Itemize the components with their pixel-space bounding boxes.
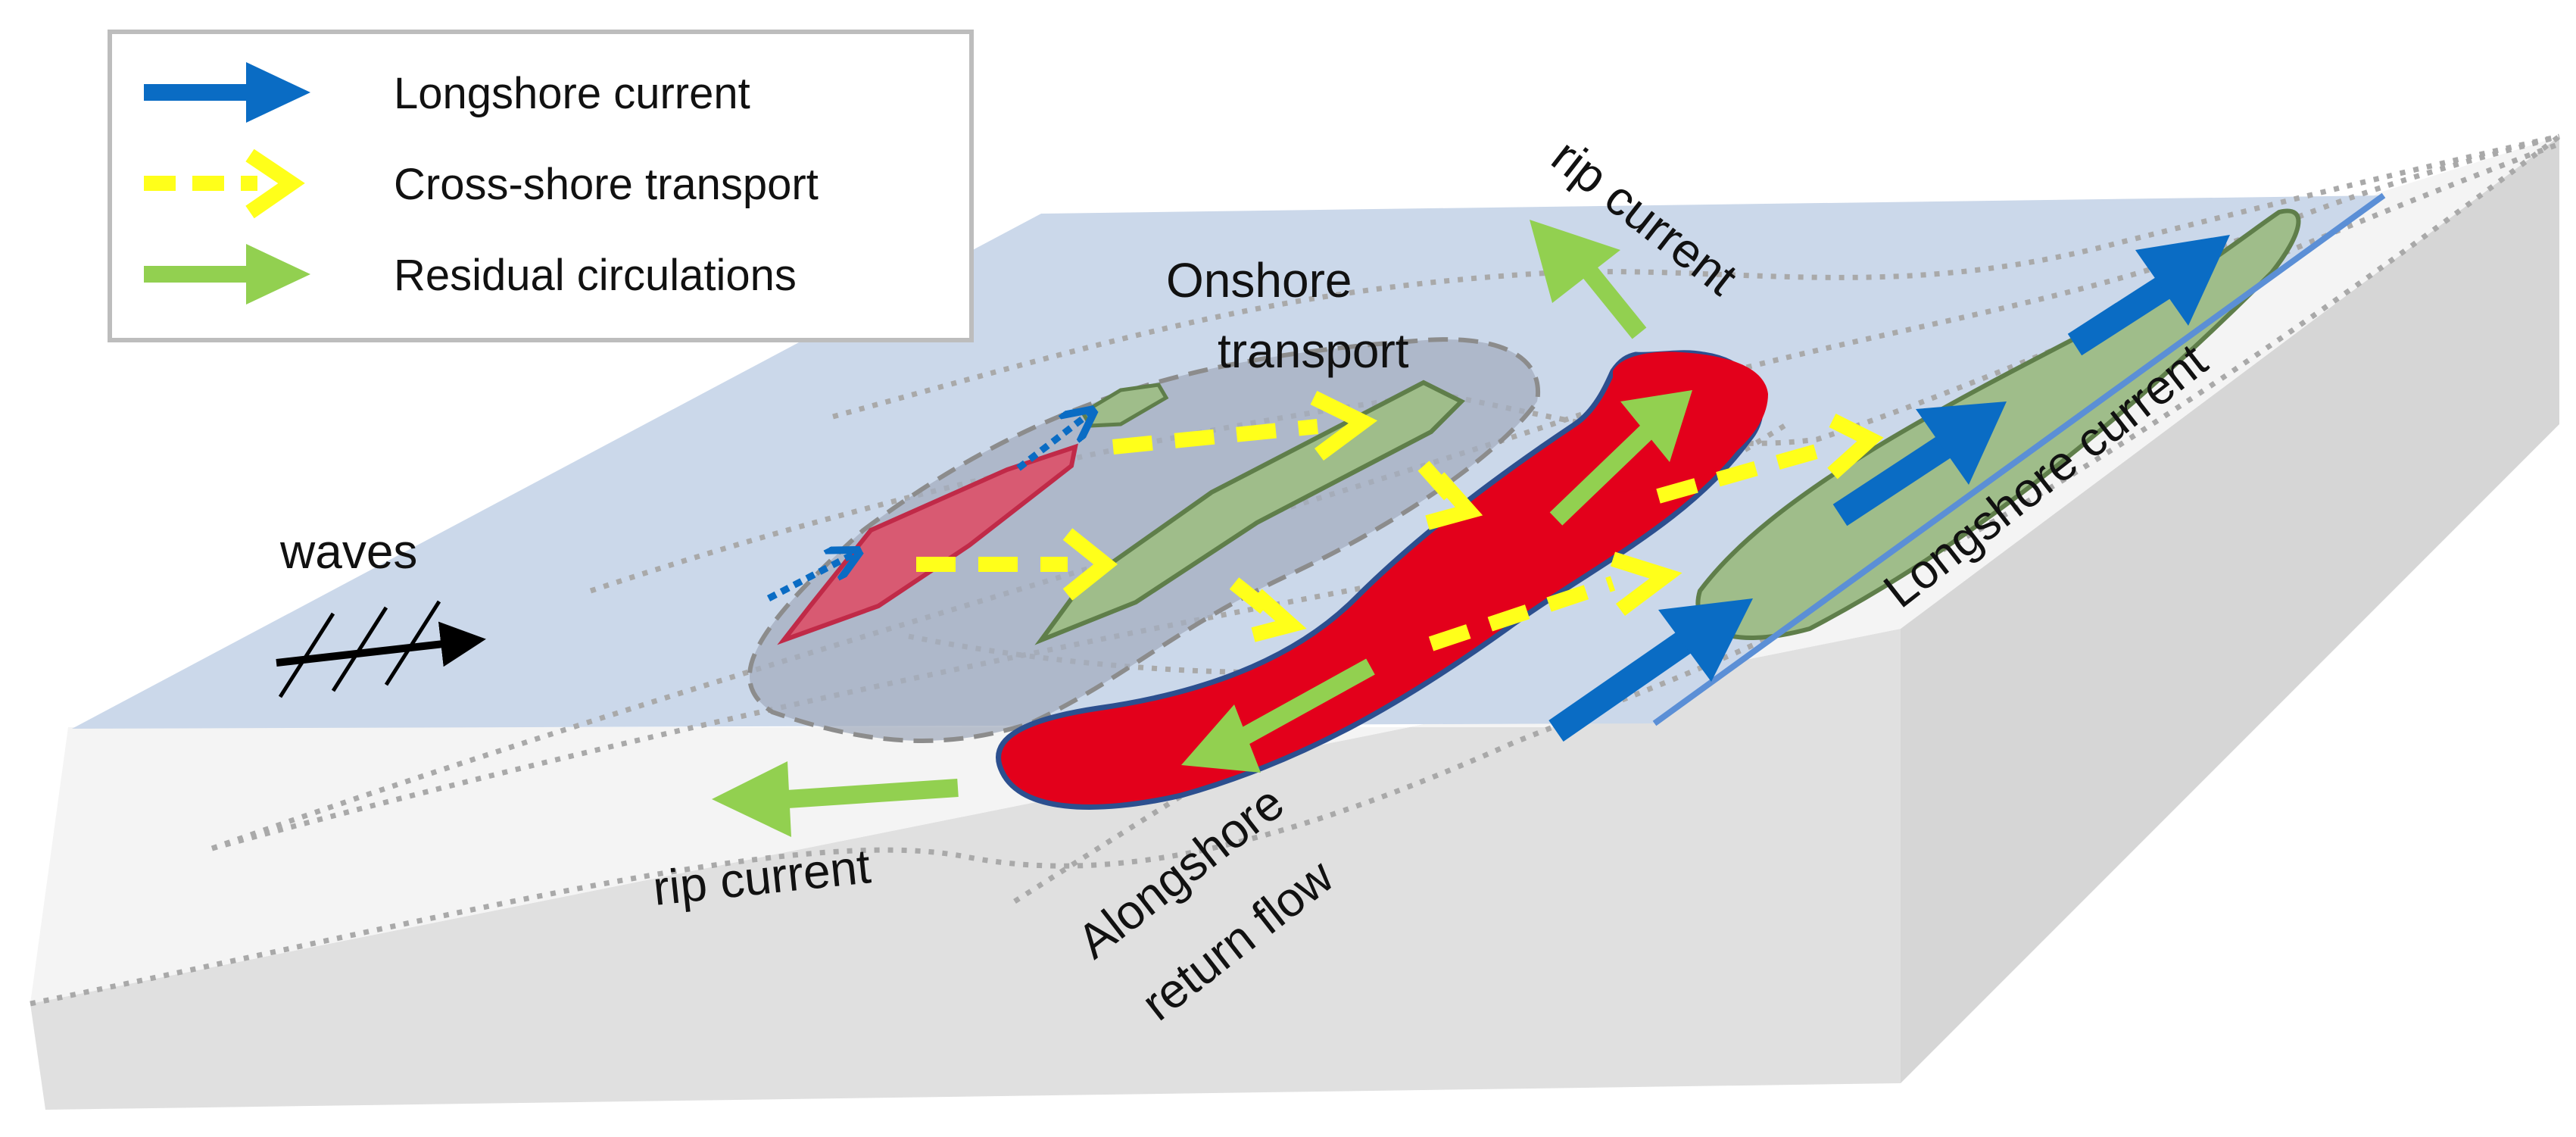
cross-shore-arrowheads xyxy=(1062,391,1884,642)
label-onshore-line1: Onshore xyxy=(1166,253,1352,308)
inner-sand-bar xyxy=(1034,380,1466,645)
legend-item-longshore: Longshore current xyxy=(144,62,750,123)
longshore-arrow-small-2 xyxy=(1016,413,1090,471)
rip-current-arrow-top xyxy=(1530,220,1647,339)
pink-shoal xyxy=(777,443,1078,645)
longshore-arrow-2 xyxy=(1832,401,2007,526)
rip-channel-upper-lobe xyxy=(1613,351,1768,492)
beach-front-face xyxy=(30,629,1901,1110)
shoreline xyxy=(1652,192,2386,726)
label-onshore-line2: transport xyxy=(1218,323,1409,378)
rip-channel-arrow-up xyxy=(1549,390,1692,526)
legend-item-cross-shore: Cross-shore transport xyxy=(144,148,819,219)
alongshore-return-arrow xyxy=(1181,658,1375,773)
waves-arrow xyxy=(276,600,486,698)
cross-shore-arrow-4 xyxy=(1229,577,1277,620)
beach-surface xyxy=(30,136,2559,1004)
cross-shore-arrow-2 xyxy=(1112,419,1318,454)
legend-label-cross-shore: Cross-shore transport xyxy=(394,160,819,209)
rip-current-arrow-bottom xyxy=(712,761,959,837)
longshore-arrow-3 xyxy=(2067,235,2230,356)
cross-shore-arrow-6 xyxy=(1656,439,1835,504)
legend-label-residual: Residual circulations xyxy=(394,251,797,300)
cross-shore-arrow-5 xyxy=(1428,576,1616,651)
beach-right-face xyxy=(1901,136,2559,1083)
legend-label-longshore: Longshore current xyxy=(394,69,750,118)
label-waves: waves xyxy=(279,524,417,579)
legend: Longshore current Cross-shore transport … xyxy=(108,30,974,342)
longshore-arrow-small-1 xyxy=(766,553,856,601)
longshore-arrow-1 xyxy=(1548,598,1753,742)
legend-item-residual: Residual circulations xyxy=(144,244,797,305)
residual-arrows xyxy=(712,220,1692,837)
longshore-arrows xyxy=(766,235,2230,742)
